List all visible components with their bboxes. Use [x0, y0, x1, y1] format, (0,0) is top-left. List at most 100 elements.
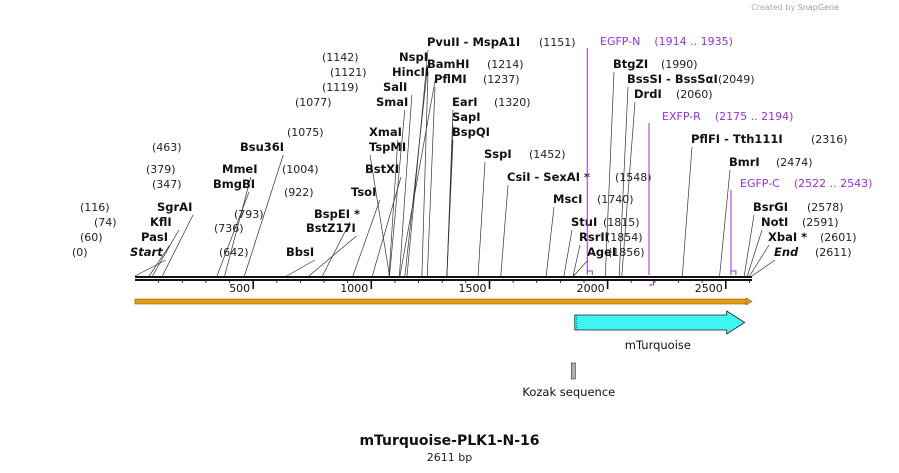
site-name-kfli: KflI	[150, 215, 172, 229]
site-pos-btgzi: (1990)	[661, 58, 698, 71]
site-hincii: HincII	[392, 65, 429, 79]
site-name-noti: NotI	[761, 215, 788, 229]
site-pos-bbsi: (642)	[219, 246, 249, 259]
site-pos-sspi: (1452)	[529, 148, 566, 161]
connector-pasi	[148, 244, 171, 277]
feature-kozak	[571, 362, 576, 380]
connector-sspi	[477, 161, 486, 277]
site-agei: AgeI	[587, 245, 616, 259]
site-name2-pvuii: MspA1I	[472, 35, 520, 49]
site-name-pasi: PasI	[141, 230, 168, 244]
connector-hincii	[399, 79, 436, 277]
site-pos-hincii: (1121)	[330, 66, 367, 79]
site-pos-sgrai: (116)	[80, 201, 110, 214]
plasmid-name: mTurquoise-PLK1-N-16	[359, 433, 540, 449]
site-name-sspi: SspI	[484, 147, 512, 161]
site-stui: StuI	[571, 215, 597, 229]
backbone-bar	[134, 298, 749, 305]
site-name-bsu36i: Bsu36I	[240, 140, 284, 154]
site-pos-pflmi: (1237)	[483, 73, 520, 86]
site-name-end: End	[774, 245, 799, 259]
site-name-bmri: BmrI	[729, 155, 760, 169]
connector-smai	[389, 109, 406, 277]
site-name-bamhi: BamHI	[427, 57, 469, 71]
site-bsssi: BssSI - BssSαI	[627, 72, 718, 86]
connector-sgrai	[162, 214, 194, 277]
site-pos-nspi: (1142)	[322, 51, 359, 64]
site-bspqi: BspQI	[452, 125, 490, 139]
site-pflmi: PflMI	[434, 72, 467, 86]
site-name-bspei: BspEI	[314, 207, 350, 221]
site-name-tspmi: TspMI	[369, 140, 406, 154]
site-nspi: NspI	[399, 50, 428, 64]
site-pos-bstxi: (1004)	[282, 163, 319, 176]
site-name2-csii: SexAI	[543, 170, 580, 184]
site-name-drdi: DrdI	[634, 87, 662, 101]
connector-pflmi	[426, 86, 436, 277]
primer-name-egfp-c: EGFP-C	[740, 177, 780, 190]
feature-label-kozak: Kozak sequence	[522, 385, 615, 399]
primer-range-exfp-r: (2175 .. 2194)	[715, 110, 794, 123]
site-name-pflmi: PflMI	[434, 72, 467, 86]
site-name-agei: AgeI	[587, 245, 616, 259]
site-pos-stui: (1815)	[603, 216, 640, 229]
site-name-bsssi: BssSI	[627, 72, 662, 86]
site-rsrii: RsrII	[579, 230, 609, 244]
ruler-label-1000: 1000	[340, 282, 368, 295]
site-bmri: BmrI	[729, 155, 760, 169]
site-connectors	[134, 49, 776, 277]
site-start: Start	[130, 245, 163, 259]
site-sapi: SapI	[452, 110, 481, 124]
site-name-mmei: MmeI	[222, 162, 258, 176]
site-pos-mmei: (379)	[146, 163, 176, 176]
connector-agei	[573, 259, 589, 277]
site-pos-pflfi: (2316)	[811, 133, 848, 146]
site-pos-noti: (2591)	[802, 216, 839, 229]
site-name-sgrai: SgrAI	[157, 200, 192, 214]
connector-drdi	[621, 101, 636, 277]
site-mmei: MmeI	[222, 162, 258, 176]
connector-btgzi	[604, 71, 615, 277]
site-labels: Start(0)PasI(60)KflI(74)SgrAI(116)BmgBI(…	[72, 35, 857, 259]
site-noti: NotI	[761, 215, 788, 229]
feature-mturquoise	[574, 310, 746, 335]
connector-bmgbi	[216, 191, 250, 277]
site-name-hincii: HincII	[392, 65, 429, 79]
connector-tsoi	[352, 199, 381, 277]
site-name-nspi: NspI	[399, 50, 428, 64]
site-xmai: XmaI	[369, 125, 402, 139]
site-bsu36i: Bsu36I	[240, 140, 284, 154]
site-pos-bspei: (793)	[234, 208, 264, 221]
site-name-sapi: SapI	[452, 110, 481, 124]
credit-prefix: Created by	[751, 3, 796, 12]
site-bbsi: BbsI	[286, 245, 314, 259]
site-pos-rsrii: (1854)	[606, 231, 643, 244]
site-xbai: XbaI *	[768, 230, 807, 244]
site-pos-pasi: (60)	[80, 231, 103, 244]
site-pflfi: PflFI - Tth111I	[691, 132, 783, 146]
ruler-label-1500: 1500	[459, 282, 487, 295]
site-pos-xmai: (1075)	[287, 126, 324, 139]
connector-xbai	[749, 244, 770, 277]
site-pos-msci: (1740)	[597, 193, 634, 206]
site-csii: CsiI - SexAI *	[507, 170, 590, 184]
site-pos-bsrgi: (2578)	[807, 201, 844, 214]
connector-mmei	[224, 176, 252, 277]
site-bspei: BspEI *	[314, 207, 360, 221]
site-tsoi: TsoI	[351, 185, 376, 199]
site-pos-tsoi: (922)	[284, 186, 314, 199]
connector-pflfi	[681, 146, 693, 277]
site-pvuii: PvuII - MspA1I	[427, 35, 520, 49]
primer-name-exfp-r: EXFP-R	[662, 110, 701, 123]
site-name-btgzi: BtgZI	[613, 57, 648, 71]
site-pos-kfli: (74)	[94, 216, 117, 229]
site-sali: SalI	[383, 80, 407, 94]
connector-bsu36i	[244, 154, 284, 277]
site-bstz17i: BstZ17I	[306, 221, 356, 235]
ruler-label-500: 500	[229, 282, 250, 295]
site-name-start: Start	[130, 245, 163, 259]
site-pos-drdi: (2060)	[676, 88, 713, 101]
primer-annotations: EGFP-N(1914 .. 1935)EXFP-R(2175 .. 2194)…	[586, 35, 872, 286]
